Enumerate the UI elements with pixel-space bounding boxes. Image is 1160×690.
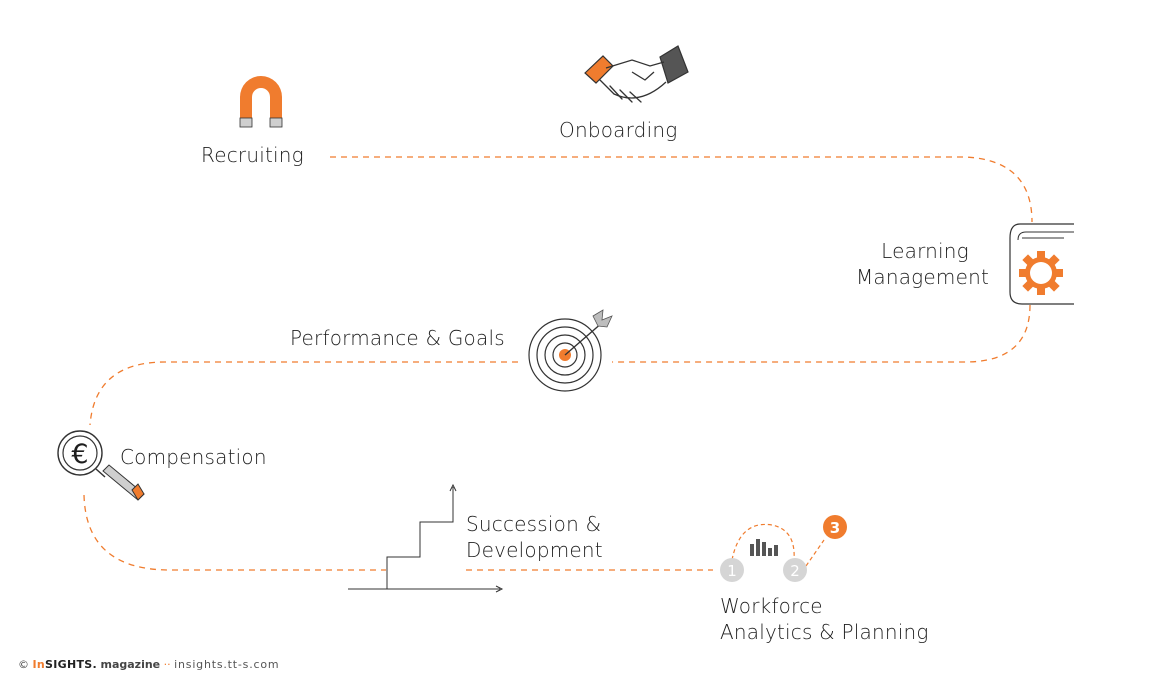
magazine-text: magazine (100, 658, 161, 671)
handshake-icon (584, 45, 689, 103)
step-1-number: 1 (727, 562, 737, 580)
learning-management-label: Learning Management (849, 238, 989, 290)
learning-line-1: Learning (881, 239, 969, 263)
learning-line-2: Management (855, 265, 989, 289)
workforce-line-2: Analytics & Planning (720, 620, 929, 644)
magnet-icon (239, 76, 283, 128)
analytics-steps-icon: 1 2 3 (720, 515, 847, 582)
performance-goals-label: Performance & Goals (290, 326, 505, 350)
copyright-symbol: © (18, 658, 29, 671)
workforce-analytics-label: Workforce Analytics & Planning (720, 593, 929, 645)
succession-line-2: Development (466, 538, 603, 562)
euro-symbol: € (71, 439, 88, 470)
step-3-number: 3 (830, 519, 840, 537)
step-2-number: 2 (790, 562, 800, 580)
footer-separator: ·· (163, 658, 171, 671)
footer-credit: © InSIGHTS. magazine ·· insights.tt-s.co… (18, 658, 279, 671)
magnifier-euro-icon: € (57, 430, 145, 501)
onboarding-label: Onboarding (559, 118, 678, 142)
workforce-line-1: Workforce (720, 594, 823, 618)
recruiting-label: Recruiting (201, 143, 304, 167)
staircase-icon (348, 483, 504, 593)
succession-development-label: Succession & Development (466, 511, 603, 563)
book-gear-icon (1009, 223, 1074, 305)
journey-path (83, 156, 1033, 571)
compensation-label: Compensation (120, 445, 267, 469)
brand-logo: InSIGHTS. (32, 658, 97, 671)
target-icon (528, 309, 613, 392)
footer-url[interactable]: insights.tt-s.com (174, 658, 280, 671)
succession-line-1: Succession & (466, 512, 602, 536)
